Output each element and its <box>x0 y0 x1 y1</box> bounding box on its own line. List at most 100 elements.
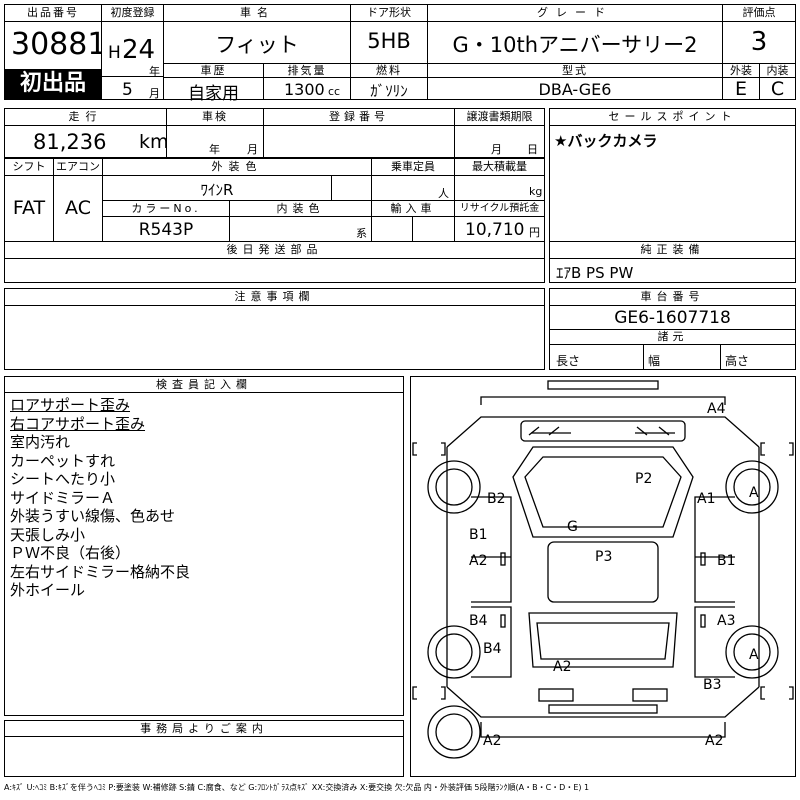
damage-mark: A <box>749 647 759 663</box>
notes-label: 注意事項欄 <box>5 289 544 306</box>
aircon: AC <box>65 197 91 219</box>
lot-number: 30881 <box>11 27 107 62</box>
inspector-note: 室内汚れ <box>10 433 71 451</box>
inspector-note: 外装うすい線傷、色あせ <box>10 507 176 525</box>
inspector-note: ロアサポート歪み <box>10 396 131 414</box>
displacement-label: 排気量 <box>264 64 350 78</box>
registration-number-box: 登録番号 <box>263 108 455 158</box>
car-outline-diagram <box>412 380 794 759</box>
inspector-notes-box: 検査員記入欄 ロアサポート歪み右コアサポート歪み室内汚れカーペットすれシートへた… <box>4 376 404 716</box>
month-unit: 月 <box>149 87 160 100</box>
lot-number-box: 出品番号 30881 初出品 <box>4 4 106 100</box>
displacement: 1300 <box>284 80 325 99</box>
interior-color-unit: 系 <box>356 227 367 240</box>
fuel: ｶﾞｿﾘﾝ <box>370 82 408 100</box>
capacity-box: 乗車定員 人 <box>371 158 455 201</box>
mileage: 81,236 <box>33 130 107 154</box>
office-notice-label: 事務局よりご案内 <box>5 721 403 737</box>
recycle-fee-label: リサイクル預託金 <box>455 201 544 217</box>
later-parts-box: 後日発送部品 <box>4 241 545 283</box>
displacement-unit: cc <box>328 85 341 98</box>
score: 3 <box>750 27 768 57</box>
shift-label: シフト <box>5 159 53 176</box>
max-load-label: 最大積載量 <box>455 159 544 176</box>
damage-mark: P2 <box>635 471 653 487</box>
damage-mark: A2 <box>553 659 572 675</box>
registration-month: 5 <box>122 80 133 100</box>
recycle-fee-unit: 円 <box>529 226 540 239</box>
shift: FAT <box>12 197 46 219</box>
history-label: 車歴 <box>164 64 263 78</box>
aircon-label: エアコン <box>54 159 102 176</box>
displacement-box: 排気量 1300 cc <box>263 63 351 100</box>
inspector-note: 右コアサポート歪み <box>10 414 146 433</box>
import-label: 輸入車 <box>372 201 454 217</box>
interior-grade-box: 内装 C <box>759 63 796 100</box>
damage-mark: A2 <box>705 733 724 749</box>
inspection-label: 車検 <box>167 109 263 126</box>
height-label: 高さ <box>725 354 750 368</box>
transfer-deadline-label: 譲渡書類期限 <box>455 109 544 126</box>
dimensions-label: 諸元 <box>550 330 795 345</box>
registration-number-label: 登録番号 <box>264 109 454 126</box>
car-name: フィット <box>215 33 299 57</box>
door-type: 5HB <box>367 29 411 53</box>
history: 自家用 <box>188 84 239 104</box>
model-code: DBA-GE6 <box>538 80 612 99</box>
mileage-label: 走行 <box>5 109 166 126</box>
inspector-notes-list: ロアサポート歪み右コアサポート歪み室内汚れカーペットすれシートへたり小サイドミラ… <box>10 396 400 600</box>
registration-year: 24 <box>122 35 156 65</box>
damage-mark: A3 <box>717 613 736 629</box>
damage-mark: A <box>749 485 759 501</box>
color-number: R543P <box>138 220 194 240</box>
inspector-note: サイドミラーＡ <box>10 488 116 507</box>
era-letter: H <box>108 43 121 63</box>
mileage-box: 走行 81,236 km <box>4 108 169 158</box>
exterior-grade-box: 外装 E <box>722 63 760 100</box>
grade-box: グレード G・10thアニバーサリー2 <box>427 4 723 64</box>
exterior-color-label: 外装色 <box>103 159 371 176</box>
damage-mark: G <box>567 519 578 535</box>
inspector-note: シートへたり小 <box>10 470 116 488</box>
std-equipment: ｴｱB PS PW <box>556 264 634 282</box>
sales-point-box: セールスポイント ★バックカメラ <box>549 108 796 242</box>
damage-mark: B4 <box>469 613 488 629</box>
grade-label: グレード <box>428 5 722 22</box>
model-code-box: 型式 DBA-GE6 <box>427 63 723 100</box>
exterior-grade-label: 外装 <box>723 64 759 78</box>
inspector-note: 左右サイドミラー格納不良 <box>10 562 191 581</box>
score-box: 評価点 3 <box>722 4 796 64</box>
chassis-number: GE6-1607718 <box>614 308 731 328</box>
door-type-label: ドア形状 <box>351 5 427 22</box>
damage-mark: B1 <box>469 527 488 543</box>
mileage-unit: km <box>139 131 169 153</box>
history-box: 車歴 自家用 <box>163 63 264 104</box>
fuel-label: 燃料 <box>351 64 427 78</box>
first-registration-label: 初度登録 <box>102 5 163 22</box>
inspection-month-unit: 月 <box>247 143 258 156</box>
sales-point: ★バックカメラ <box>554 132 658 150</box>
first-registration-box: 初度登録 H 24 年 5 月 <box>101 4 164 100</box>
damage-mark: A4 <box>707 401 726 417</box>
shift-box: シフト FAT <box>4 158 54 242</box>
notes-box: 注意事項欄 <box>4 288 545 370</box>
std-equipment-box: 純正装備 ｴｱB PS PW <box>549 241 796 283</box>
max-load-unit: kg <box>529 185 543 198</box>
inspector-note: 外ホイール <box>10 581 86 599</box>
import-box: 輸入車 <box>371 200 455 242</box>
score-label: 評価点 <box>723 5 795 22</box>
sales-point-label: セールスポイント <box>550 109 795 126</box>
first-listing-badge: 初出品 <box>5 69 101 99</box>
recycle-fee-box: リサイクル預託金 10,710 円 <box>454 200 545 242</box>
inspector-note: 天張しみ小 <box>10 525 86 544</box>
dimensions-box: 諸元 長さ 幅 高さ <box>549 329 796 370</box>
model-code-label: 型式 <box>428 64 722 78</box>
capacity-unit: 人 <box>438 187 449 200</box>
damage-mark: A1 <box>697 491 716 507</box>
later-parts-label: 後日発送部品 <box>5 242 544 259</box>
interior-color-box: 内装色 系 <box>229 200 372 242</box>
inspector-note: カーペットすれ <box>10 451 116 470</box>
legend: A:ｷｽﾞ U:ﾍｺﾐ B:ｷｽﾞを伴うﾍｺﾐ P:要塗装 W:補修跡 S:錆 … <box>4 783 590 792</box>
damage-mark: B4 <box>483 641 502 657</box>
transfer-month-unit: 月 <box>491 143 502 156</box>
